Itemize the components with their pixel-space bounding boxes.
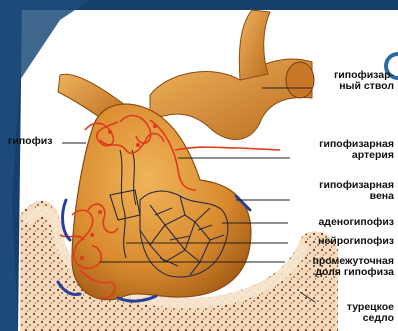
label-artery-line2: артерия [319, 150, 394, 161]
label-stalk: гипофизар- ный ствол [334, 70, 394, 92]
label-intermediate-lobe: промежуточная доля гипофиза [313, 256, 394, 278]
label-hypophysis: гипофиз [8, 136, 52, 147]
label-sella-line2: седло [347, 313, 394, 324]
label-adenohypophysis: аденогипофиз [318, 217, 394, 228]
label-artery: гипофизарная артерия [319, 139, 394, 161]
label-intermediate-line2: доля гипофиза [313, 267, 394, 278]
label-sella: турецкое седло [347, 302, 394, 324]
label-stalk-line2: ный ствол [334, 81, 394, 92]
label-vein-line2: вена [319, 191, 394, 202]
label-vein: гипофизарная вена [319, 180, 394, 202]
label-neurohypophysis: нейрогипофиз [318, 236, 394, 247]
